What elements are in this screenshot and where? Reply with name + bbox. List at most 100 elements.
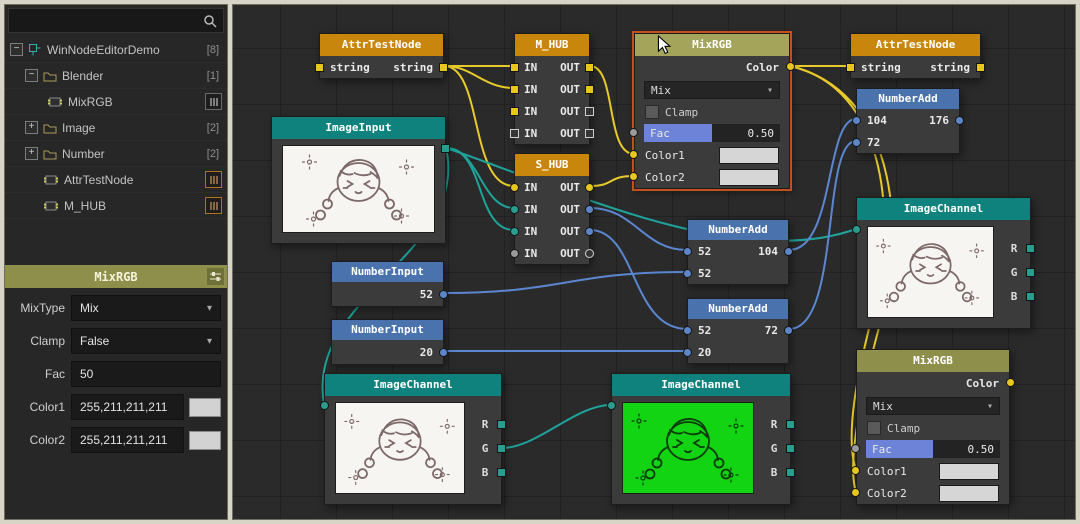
input-port-fac[interactable] [629, 128, 638, 137]
output-port-g[interactable] [1026, 268, 1035, 277]
output-port-sum[interactable] [955, 115, 964, 125]
node-badge-icon[interactable] [205, 197, 222, 214]
color1-field[interactable]: 255,211,211,211 [71, 394, 184, 420]
input-port-color2[interactable] [629, 172, 638, 181]
node-imagechannel-1[interactable]: ImageChannel R G B [320, 373, 506, 505]
output-port-4[interactable] [585, 128, 594, 138]
node-shub[interactable]: S_HUB IN OUT IN OUT IN OUT IN OUT [510, 153, 594, 265]
wire-shub-to-numberadd3[interactable] [589, 229, 688, 330]
output-port-3[interactable] [585, 226, 594, 236]
node-header[interactable]: ImageChannel [612, 374, 790, 396]
clamp-checkbox[interactable] [645, 105, 659, 119]
node-numberadd-2[interactable]: NumberAdd 52 104 52 [683, 219, 793, 285]
tree-item-number[interactable]: + Number [2] [5, 141, 227, 167]
wire-imagechannel1-g-to-imagechannel2[interactable] [501, 404, 612, 449]
node-header[interactable]: ImageChannel [857, 198, 1030, 220]
node-numberadd-1[interactable]: NumberAdd 104 176 72 [852, 88, 964, 154]
input-port-4[interactable] [510, 128, 519, 138]
input-port-a[interactable] [852, 115, 861, 125]
node-header[interactable]: MixRGB [857, 350, 1009, 372]
output-port-1[interactable] [585, 62, 594, 72]
output-port-2[interactable] [585, 204, 594, 214]
output-port-string[interactable] [439, 62, 448, 72]
output-port-r[interactable] [497, 420, 506, 429]
tree-item-mixrgb[interactable]: MixRGB [5, 89, 227, 115]
input-port-fac[interactable] [851, 444, 860, 453]
node-numberadd-3[interactable]: NumberAdd 52 72 20 [683, 298, 793, 364]
input-port-image[interactable] [320, 401, 329, 410]
tree-item-mhub[interactable]: M_HUB [5, 193, 227, 219]
output-port-g[interactable] [786, 444, 795, 453]
node-header[interactable]: NumberInput [332, 262, 443, 282]
color1-swatch[interactable] [719, 146, 779, 164]
input-port-1[interactable] [510, 182, 519, 192]
input-port-string[interactable] [315, 62, 324, 72]
output-port-b[interactable] [786, 468, 795, 477]
tree-item-image[interactable]: + Image [2] [5, 115, 227, 141]
input-port-b[interactable] [852, 137, 861, 147]
input-port-color1[interactable] [629, 150, 638, 159]
color1-swatch[interactable] [189, 397, 221, 417]
fac-slider[interactable]: Fac 0.50 [866, 440, 1000, 458]
node-badge-icon[interactable] [205, 93, 222, 110]
input-port-1[interactable] [510, 62, 519, 72]
input-port-a[interactable] [683, 246, 692, 256]
filter-icon[interactable] [207, 268, 224, 285]
output-port-sum[interactable] [784, 325, 793, 335]
output-port-sum[interactable] [784, 246, 793, 256]
input-port-4[interactable] [510, 248, 519, 258]
output-port-color[interactable] [786, 62, 795, 71]
output-port-number[interactable] [439, 347, 448, 357]
node-header[interactable]: M_HUB [515, 34, 589, 56]
node-header[interactable]: MixRGB [635, 34, 789, 56]
output-port-b[interactable] [1026, 292, 1035, 301]
wire-shub-to-numberadd2[interactable] [589, 207, 688, 251]
expand-icon[interactable]: + [25, 121, 38, 134]
output-port-g[interactable] [497, 444, 506, 453]
expand-icon[interactable]: + [25, 147, 38, 160]
wire-attr1-to-mhub-in2[interactable] [443, 65, 515, 89]
node-graph-canvas[interactable]: AttrTestNode string string M_HUB IN OUT … [232, 4, 1076, 520]
collapse-icon[interactable]: − [10, 43, 23, 56]
node-imageinput[interactable]: ImageInput [271, 116, 450, 244]
output-port-r[interactable] [786, 420, 795, 429]
color2-field[interactable]: 255,211,211,211 [71, 427, 184, 453]
wire-imageinput-to-shub-in2[interactable] [445, 147, 515, 209]
input-port-b[interactable] [683, 268, 692, 278]
node-attrtestnode-1[interactable]: AttrTestNode string string [315, 33, 448, 79]
tree-item-blender[interactable]: − Blender [1] [5, 63, 227, 89]
color2-swatch[interactable] [189, 430, 221, 450]
node-mhub[interactable]: M_HUB IN OUT IN OUT IN OUT IN OUT [510, 33, 594, 145]
wire-mhub-to-mixrgb1-color1[interactable] [589, 65, 635, 155]
node-attrtestnode-2[interactable]: AttrTestNode string string [846, 33, 985, 79]
node-imagechannel-2[interactable]: ImageChannel R G B [607, 373, 795, 505]
output-port-image[interactable] [441, 144, 450, 153]
color2-swatch[interactable] [939, 484, 999, 502]
input-port-b[interactable] [683, 347, 692, 357]
input-port-image[interactable] [607, 401, 616, 410]
color2-swatch[interactable] [719, 168, 779, 186]
output-port-number[interactable] [439, 289, 448, 299]
clamp-dropdown[interactable]: False ▾ [71, 328, 221, 354]
node-header[interactable]: NumberAdd [688, 299, 788, 319]
output-port-4[interactable] [585, 248, 594, 258]
search-bar[interactable] [8, 8, 224, 33]
output-port-3[interactable] [585, 106, 594, 116]
node-header[interactable]: NumberAdd [857, 89, 959, 109]
node-header[interactable]: ImageChannel [325, 374, 501, 396]
wire-attr1-to-shub-in1[interactable] [443, 65, 515, 187]
node-header[interactable]: S_HUB [515, 154, 589, 176]
node-header[interactable]: AttrTestNode [851, 34, 980, 56]
wire-shub-to-mixrgb1-color2[interactable] [589, 175, 635, 187]
node-mixrgb-2[interactable]: MixRGB Color Mix ▾ Clamp Fac 0.50 Color1… [851, 349, 1015, 505]
input-port-image[interactable] [852, 225, 861, 234]
node-mixrgb-1[interactable]: MixRGB Color Mix ▾ Clamp Fac 0.50 Color1… [629, 31, 795, 191]
input-port-color2[interactable] [851, 488, 860, 497]
node-header[interactable]: ImageInput [272, 117, 445, 139]
fac-field[interactable]: 50 [71, 361, 221, 387]
node-numberinput-1[interactable]: NumberInput 52 [331, 261, 448, 307]
input-port-2[interactable] [510, 84, 519, 94]
output-port-string[interactable] [976, 62, 985, 72]
output-port-b[interactable] [497, 468, 506, 477]
tree-item-winnodeeditordemo[interactable]: − WinNodeEditorDemo [8] [5, 37, 227, 63]
